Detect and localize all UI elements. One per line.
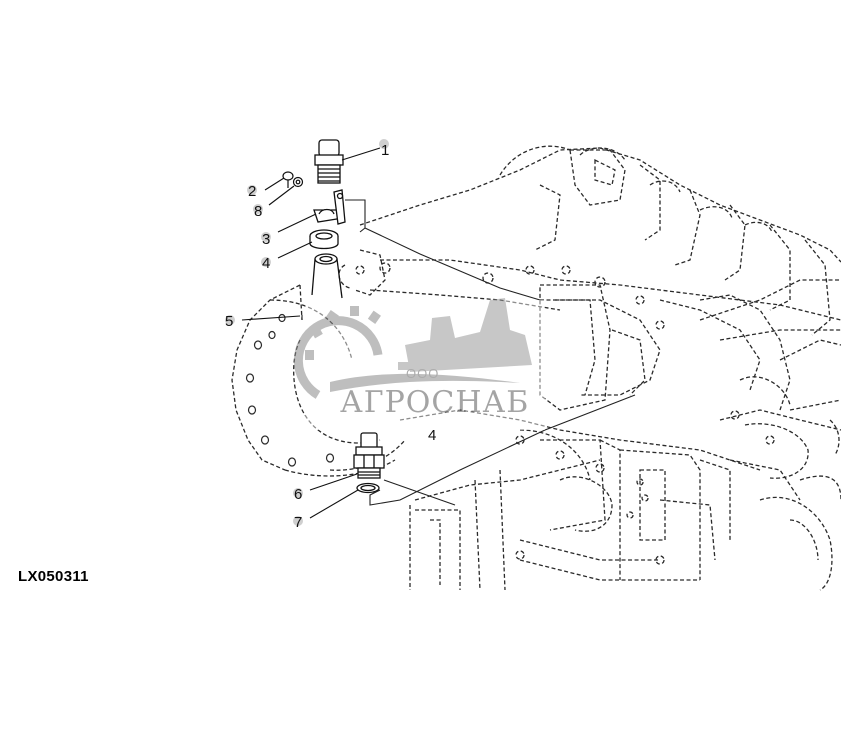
watermark-company-form: ООО	[406, 366, 439, 381]
watermark-brand: АГРОСНАБ	[340, 385, 529, 420]
part-3-bracket	[313, 189, 346, 225]
part-8-washer	[292, 176, 304, 188]
callout-leaders	[241, 147, 381, 519]
part-7-o-ring	[356, 482, 380, 494]
callout-label-8: 8	[254, 203, 262, 220]
figure-id: LX050311	[18, 568, 89, 585]
part-4-clamp	[309, 229, 339, 250]
callout-label-5: 5	[225, 313, 233, 330]
flange-bolt-holes	[245, 313, 335, 467]
transmission-housing	[231, 145, 841, 591]
part-1-fitting	[314, 139, 344, 184]
assembly-lines	[301, 199, 636, 506]
agrosnab-watermark-logo: ООО АГРОСНАБ	[293, 298, 545, 430]
callout-label-4-lower: 4	[428, 427, 436, 444]
callout-discs	[225, 139, 389, 526]
callout-label-3: 3	[262, 231, 270, 248]
callout-label-7: 7	[294, 514, 302, 531]
callout-label-1: 1	[381, 142, 389, 159]
callout-label-4: 4	[262, 255, 270, 272]
callout-label-6: 6	[294, 486, 302, 503]
harvester-icon	[398, 298, 532, 372]
part-2-bolt	[282, 171, 294, 188]
part-6-fitting	[353, 432, 385, 479]
part-5-hose	[311, 253, 343, 299]
callout-label-2: 2	[248, 183, 256, 200]
